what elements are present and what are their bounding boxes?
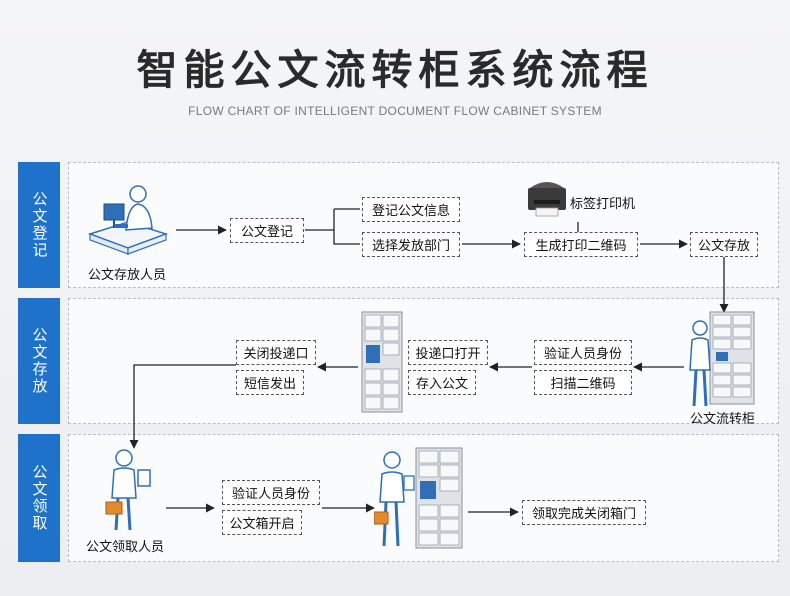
cabinet-with-person-figure — [689, 311, 755, 407]
step-document-register: 公文登记 — [230, 218, 304, 243]
step-generate-qr: 生成打印二维码 — [524, 232, 638, 257]
page-subtitle: FLOW CHART OF INTELLIGENT DOCUMENT FLOW … — [188, 104, 602, 118]
label-printer-icon — [528, 182, 566, 217]
lane-label-register: 公文登记 — [18, 162, 60, 288]
step-slot-opens: 投递口打开 — [408, 340, 488, 365]
step-verify-identity-retrieve: 验证人员身份 — [222, 480, 320, 505]
step-box-opens: 公文箱开启 — [222, 510, 302, 535]
depositor-caption: 公文存放人员 — [88, 268, 167, 283]
printer-caption: 标签打印机 — [570, 197, 636, 212]
page-title: 智能公文流转柜系统流程 — [136, 46, 654, 94]
lane-label-store: 公文存放 — [18, 298, 60, 424]
cabinet-caption: 公文流转柜 — [690, 412, 756, 427]
retriever-figure — [105, 449, 151, 531]
connector-info-dept-branch — [333, 209, 360, 245]
lane-box-register — [68, 162, 779, 288]
step-select-department: 选择发放部门 — [362, 232, 460, 257]
retriever-at-cabinet-figure — [374, 447, 463, 549]
step-register-info: 登记公文信息 — [362, 197, 460, 222]
step-store-document: 公文存放 — [690, 232, 758, 257]
step-deposit-document: 存入公文 — [408, 370, 476, 395]
step-retrieve-complete: 领取完成关闭箱门 — [522, 500, 646, 525]
lane-label-retrieve: 公文领取 — [18, 434, 60, 562]
arrow-close-to-retriever — [129, 364, 236, 449]
step-sms-sent: 短信发出 — [236, 370, 304, 395]
step-close-slot: 关闭投递口 — [236, 340, 316, 365]
depositor-at-desk-figure — [88, 185, 168, 255]
step-scan-qr: 扫描二维码 — [534, 370, 632, 395]
retriever-caption: 公文领取人员 — [86, 540, 165, 555]
step-verify-identity: 验证人员身份 — [534, 340, 632, 365]
cabinet-large-icon — [361, 311, 403, 413]
